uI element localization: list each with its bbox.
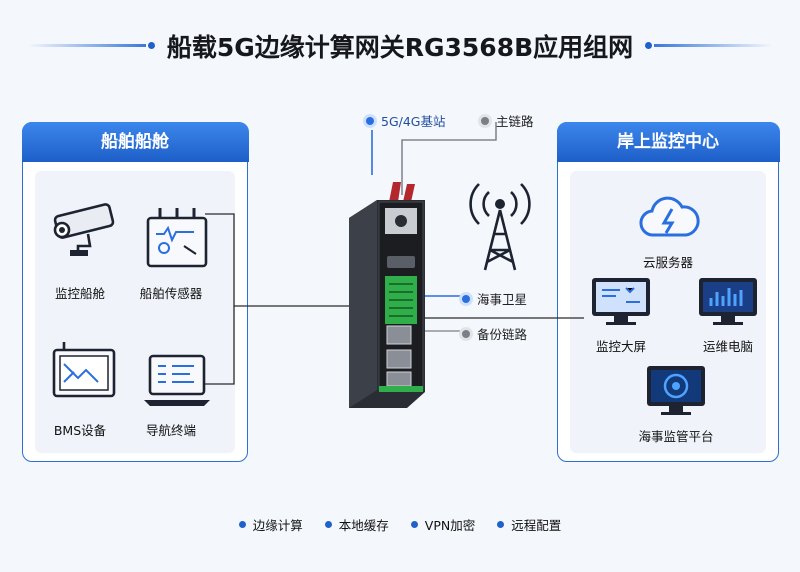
page-title: 船载5G边缘计算网关RG3568B应用组网 xyxy=(166,33,634,62)
laptop-icon xyxy=(144,354,210,406)
ops-computer-icon xyxy=(699,278,757,325)
ship-cabin-heading: 船舶船舱 xyxy=(21,121,249,162)
monitor-screen-icon xyxy=(592,278,650,325)
antenna-right xyxy=(403,184,415,202)
satellite-dot xyxy=(462,294,470,303)
feature-label: 本地缓存 xyxy=(338,518,389,533)
cell-tower-icon xyxy=(469,183,531,271)
main-link-dot xyxy=(481,116,489,125)
monitor-chart-icon xyxy=(52,342,116,398)
title-decoration-left xyxy=(28,44,146,47)
backup-dot xyxy=(462,329,470,338)
main-link-chip: 主链路 xyxy=(481,111,534,130)
satellite-chip: 海事卫星 xyxy=(462,289,527,308)
shore-center-heading: 岸上监控中心 xyxy=(556,121,780,162)
feature-item: 本地缓存 xyxy=(324,515,389,534)
backup-label: 备份链路 xyxy=(477,327,528,342)
feature-label: 远程配置 xyxy=(511,518,562,533)
main-link-label: 主链路 xyxy=(496,114,534,129)
feature-dot xyxy=(324,521,332,528)
feature-label: 边缘计算 xyxy=(252,518,303,533)
cellular-label: 5G/4G基站 xyxy=(381,114,446,129)
cloud-server-icon xyxy=(639,196,700,237)
line-terminals xyxy=(205,306,235,385)
line-sensors xyxy=(205,213,372,307)
satellite-label: 海事卫星 xyxy=(477,292,528,307)
cloud-server-label: 云服务器 xyxy=(642,255,693,270)
monitor-cabin-label: 监控船舱 xyxy=(54,286,105,301)
nav-terminal-label: 导航终端 xyxy=(145,423,196,438)
feature-list: 边缘计算 本地缓存 VPN加密 远程配置 xyxy=(0,515,800,534)
cellular-dot xyxy=(366,116,374,125)
feature-item: 边缘计算 xyxy=(238,515,303,534)
feature-label: VPN加密 xyxy=(424,518,476,533)
feature-dot xyxy=(238,521,246,528)
bms-device-label: BMS设备 xyxy=(53,423,107,438)
feature-item: 远程配置 xyxy=(497,515,561,534)
title-dot-left xyxy=(148,42,155,49)
sensor-icon xyxy=(146,208,208,268)
maritime-platform-label: 海事监管平台 xyxy=(638,429,714,444)
backup-link-chip: 备份链路 xyxy=(462,324,527,343)
feature-item: VPN加密 xyxy=(410,515,476,534)
monitor-wall-label: 监控大屏 xyxy=(595,339,646,354)
gateway-device-icon xyxy=(349,182,425,408)
cellular-base-station-chip: 5G/4G基站 xyxy=(366,111,446,130)
title-decoration-right xyxy=(654,44,772,47)
ship-sensor-label: 船舶传感器 xyxy=(139,286,203,301)
line-main-link xyxy=(401,122,497,195)
antenna-left xyxy=(389,182,401,202)
title-dot-right xyxy=(645,42,652,49)
maritime-platform-icon xyxy=(647,366,705,415)
ops-computer-label: 运维电脑 xyxy=(702,339,753,354)
cctv-camera-icon xyxy=(53,203,115,256)
feature-dot xyxy=(410,521,418,528)
feature-dot xyxy=(497,521,505,528)
